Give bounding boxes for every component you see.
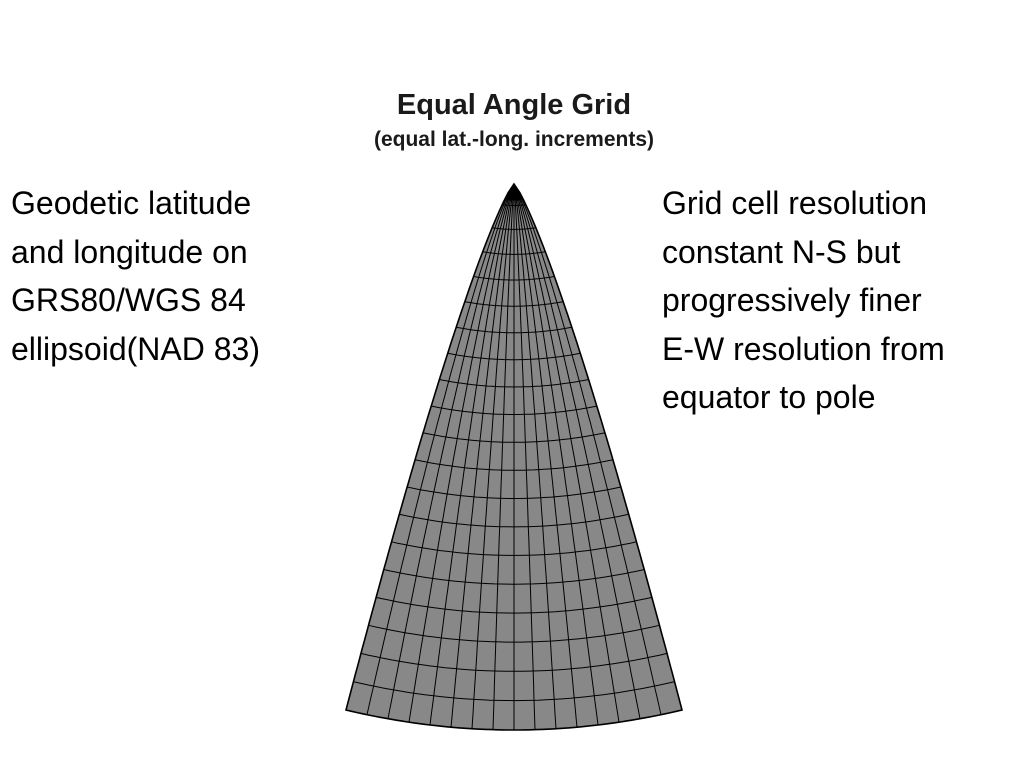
meridian-line <box>492 183 515 730</box>
right-caption-line: constant N-S but <box>662 233 901 270</box>
meridian-line <box>366 183 515 715</box>
parallel-line <box>502 204 526 206</box>
meridian-line <box>387 183 515 719</box>
parallel-line <box>353 681 675 702</box>
left-caption: Geodetic latitude and longitude on GRS80… <box>11 179 260 373</box>
parallel-line <box>391 541 637 556</box>
right-caption-line: progressively finer <box>662 282 922 318</box>
meridian-line <box>513 183 662 715</box>
meridian-line <box>513 183 641 719</box>
parallel-line <box>464 301 564 307</box>
figure-title: Equal Angle Grid <box>396 89 632 121</box>
parallel-line <box>415 459 613 471</box>
meridian-line <box>513 183 557 729</box>
parallel-line <box>383 569 645 585</box>
parallel-line <box>407 486 621 499</box>
meridian-line <box>429 183 515 726</box>
figure-subtitle: (equal lat.-long. increments) <box>373 128 655 151</box>
right-caption: Grid cell resolution constant N-S but pr… <box>662 179 945 422</box>
left-caption-line: Geodetic latitude <box>11 185 252 221</box>
parallel-line <box>360 652 668 672</box>
meridian-line <box>513 183 536 730</box>
parallel-line <box>447 352 581 361</box>
parallel-line <box>439 379 589 388</box>
left-caption-line: GRS80/WGS 84 <box>11 282 246 318</box>
meridian-line <box>513 183 578 728</box>
left-caption-line: and longitude on <box>11 233 248 270</box>
gore-group <box>345 182 683 731</box>
parallel-line <box>423 432 605 443</box>
parallel-line <box>473 276 555 281</box>
meridian-line <box>471 183 515 729</box>
parallel-line <box>431 405 597 415</box>
right-caption-line: E-W resolution from <box>662 330 945 367</box>
right-caption-line: Grid cell resolution <box>662 185 927 221</box>
meridian-line <box>450 183 515 728</box>
equal-angle-grid-gore <box>345 182 683 731</box>
meridian-line <box>513 183 620 723</box>
meridian-line <box>513 183 599 726</box>
right-caption-line: equator to pole <box>662 379 876 415</box>
parallel-line <box>482 251 546 255</box>
parallel-line <box>399 513 629 528</box>
meridian-line <box>408 183 515 723</box>
pole-apex <box>506 182 522 201</box>
parallel-line <box>368 624 660 643</box>
left-caption-line: ellipsoid(NAD 83) <box>11 330 260 367</box>
parallel-line <box>375 596 653 614</box>
parallel-line <box>492 227 536 230</box>
parallel-line <box>456 326 572 334</box>
